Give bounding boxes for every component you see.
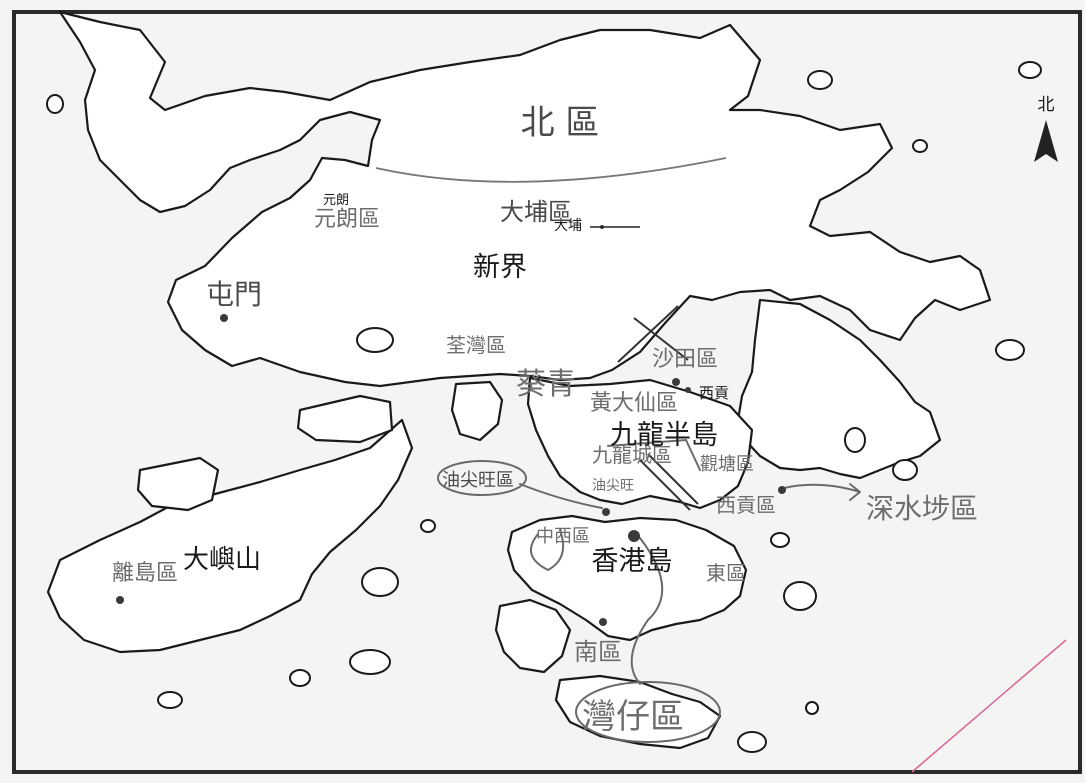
map-frame [12,10,1082,774]
north-arrow-icon [1034,120,1058,162]
north-district-boundary [375,157,727,183]
islet [356,327,394,353]
hong-kong-island-label: 香港島 [592,546,673,577]
islet [995,339,1025,361]
islet [420,519,436,533]
tuen-mun-label: 屯門 [206,278,262,311]
yau-tsim-mong-marker [602,508,610,516]
southern-marker [599,618,607,626]
wan-chai-district-label: 灣仔區 [582,697,684,737]
wan-chai-arrow [630,537,664,685]
central-western-loop [529,529,564,572]
new-territories-landmass [58,10,992,388]
tunnel-mark [639,459,691,511]
sha-tin-district-label: 沙田區 [652,347,718,372]
islet [157,691,183,709]
lamma-island [494,598,572,674]
islet [1018,61,1042,79]
kowloon-city-district-label: 九龍城區 [592,443,672,467]
sai-kung-district-label: 西貢區 [716,493,776,517]
yau-tsim-mong-arrow [519,483,603,509]
sham-shui-po-district-label: 深水埗區 [866,492,978,525]
islet [844,427,866,453]
stray-pen-line [911,639,1067,773]
sai-kung-printed-label: 西貢 [699,384,729,402]
islet [805,701,819,715]
kowloon-peninsula-label: 九龍半島 [610,420,718,451]
islands-district-label: 離島區 [112,561,178,586]
yau-tsim-mong-district-label: 油尖旺區 [442,470,514,491]
tuen-mun-marker [220,314,228,322]
wong-tai-sin-district-label: 黃大仙區 [590,391,678,416]
tsuen-wan-district-label: 荃灣區 [446,333,506,357]
lantau-island-label: 大嶼山 [183,545,261,575]
islet [770,532,790,548]
eastern-district-label: 東區 [706,561,746,585]
north-arrow: 北 [1034,95,1058,162]
southern-district-label: 南區 [574,638,622,666]
islet [361,567,399,597]
wan-chai-circle [575,681,721,743]
islet [912,139,928,153]
islet [737,731,767,753]
yuen-long-printed-label: 元朗 [323,193,349,208]
sha-tin-marker [672,378,680,386]
tunnel-mark [647,453,699,505]
bridge-mark [617,305,679,363]
islet [892,459,918,481]
yau-tsim-mong-circle [437,460,527,496]
bridge-mark [633,317,689,361]
kowloon-city-line [607,438,701,471]
sham-shui-po-marker [778,486,786,494]
sham-shui-po-arrow [783,483,861,501]
central-marker [628,530,640,542]
tai-po-district-label: 大埔區 [500,198,572,226]
lantau-island-landmass [46,418,414,654]
hong-kong-island-landmass [506,514,748,642]
lantau-north-strip [296,394,394,444]
islet [46,94,64,114]
islet [783,581,817,611]
tsing-yi-island [450,380,504,442]
central-western-label: 中西區 [536,526,590,547]
islet [349,649,391,675]
north-district-label: 北 區 [521,103,600,143]
new-territories-label: 新界 [473,252,527,283]
yuen-long-district-label: 元朗區 [314,207,380,232]
yau-tsim-mong-small-label: 油尖旺 [592,478,634,494]
tai-po-printed-label: 大埔 [554,218,582,234]
islet [289,669,311,687]
north-label: 北 [1038,95,1055,115]
chek-lap-kok-island [136,456,220,512]
kwun-tong-district-label: 觀塘區 [700,454,754,475]
sai-kung-marker [685,387,691,393]
islet [807,70,833,90]
kwai-tsing-label: 葵青 [516,367,576,402]
islands-marker [116,596,124,604]
